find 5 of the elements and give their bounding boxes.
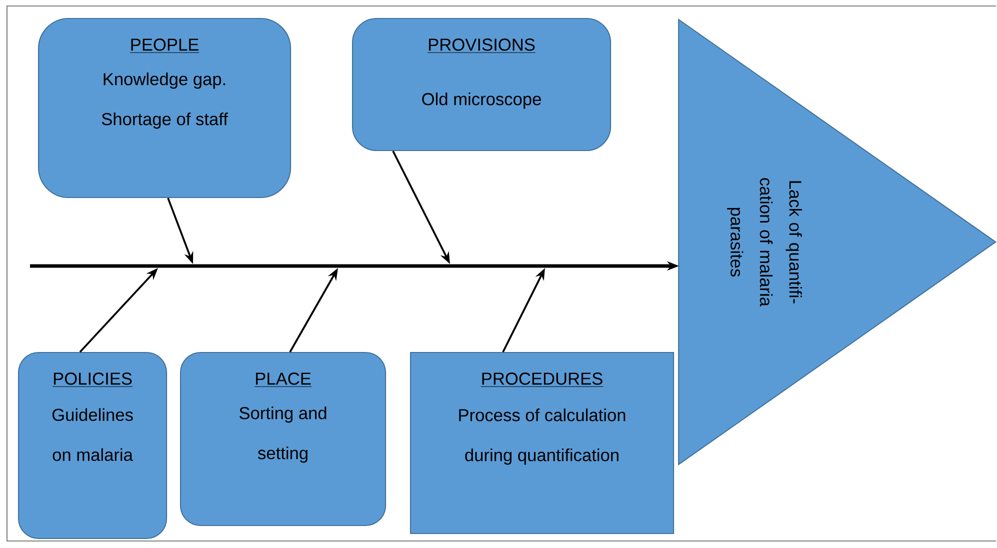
cause-box: POLICIES Guidelines on malaria [18,352,168,540]
cause-box: PEOPLE Knowledge gap. Shortage of staff [38,18,292,198]
cause-box: PROCEDURES Process of calculation during quantification [410,352,674,534]
cause-box: PLACE Sorting and setting [180,352,386,526]
cause-box: PROVISIONS Old microscope [352,18,612,152]
